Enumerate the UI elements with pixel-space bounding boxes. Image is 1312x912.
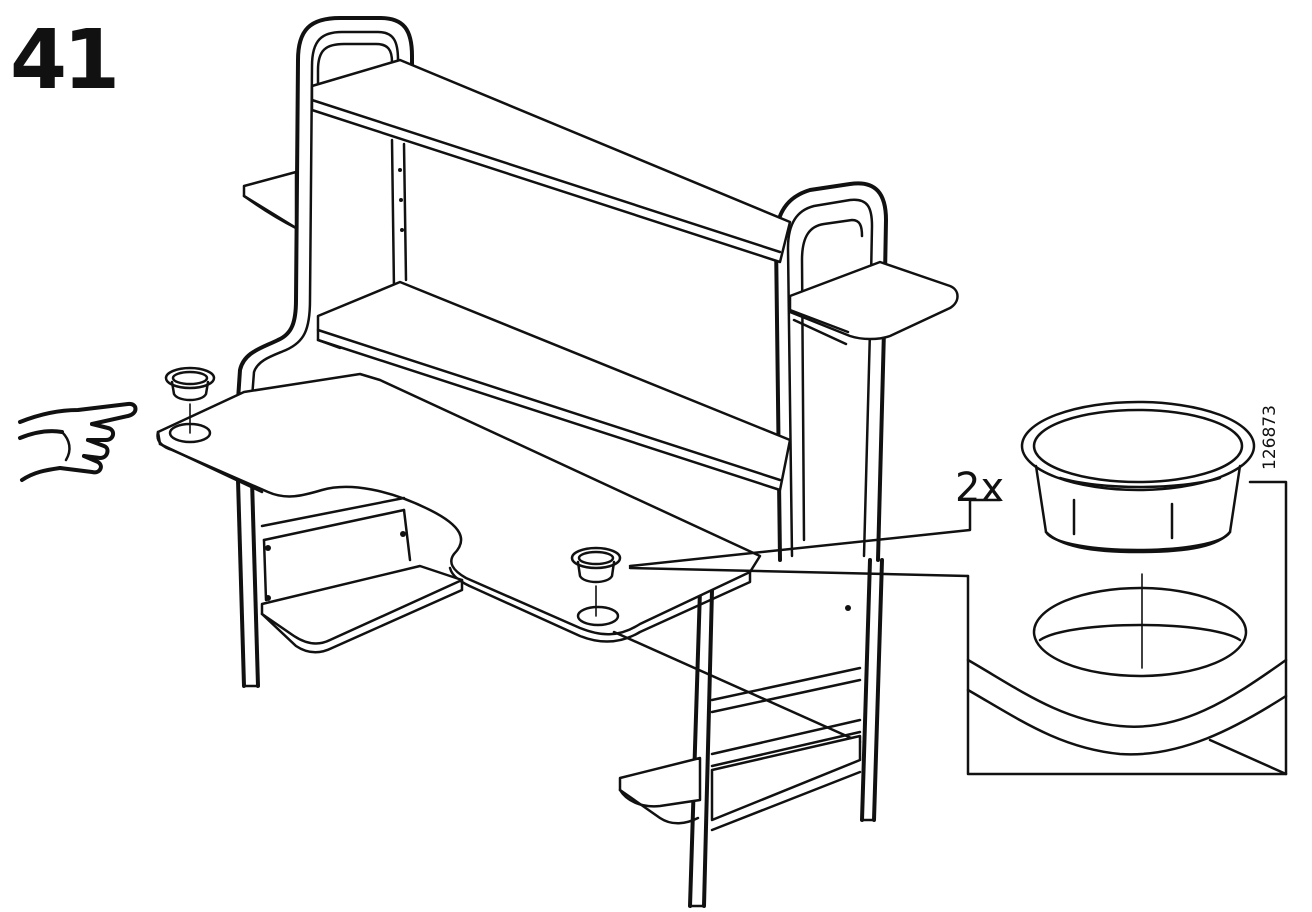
lower-right-shelf bbox=[612, 605, 862, 832]
lower-left-shelf bbox=[260, 496, 464, 654]
left-side-shelf bbox=[242, 170, 298, 230]
right-side-shelf bbox=[788, 260, 959, 346]
desktop bbox=[156, 372, 762, 643]
pointing-hand-icon bbox=[18, 401, 138, 482]
top-shelf bbox=[310, 58, 792, 264]
cup-insert-left bbox=[164, 366, 216, 434]
cup-insert-detail bbox=[1020, 400, 1256, 554]
part-number: 126873 bbox=[1260, 405, 1280, 470]
detail-box bbox=[966, 400, 1288, 776]
step-number: 41 bbox=[10, 13, 120, 108]
middle-shelf bbox=[316, 280, 792, 492]
quantity-label: 2x bbox=[955, 465, 1005, 511]
cup-insert-right bbox=[570, 546, 622, 617]
callout-leader bbox=[628, 498, 1002, 578]
